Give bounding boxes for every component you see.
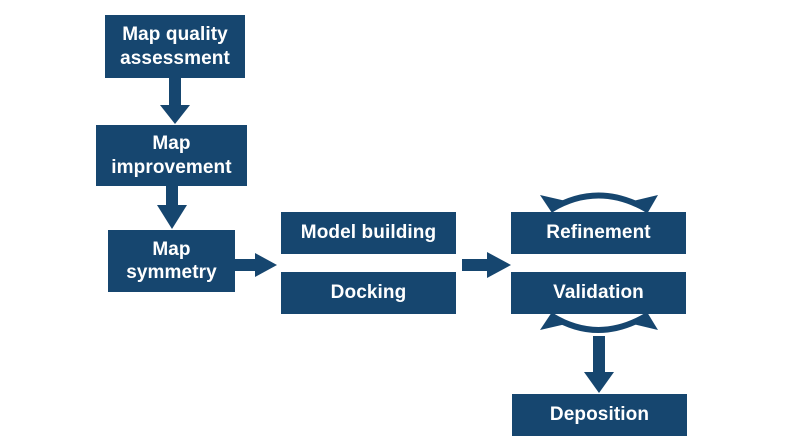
node-label: Deposition: [549, 404, 650, 426]
node-label: Refinement: [546, 222, 651, 244]
arrow-improvement-to-symmetry: [157, 186, 187, 229]
arc-top-cycle: [540, 192, 658, 214]
node-docking[interactable]: Docking: [281, 272, 456, 314]
node-label: Docking: [330, 282, 407, 304]
arrow-building-to-refinement: [462, 252, 511, 278]
arrow-cycle-to-deposition: [584, 336, 614, 393]
node-label: Validation: [553, 282, 644, 304]
node-label: Map symmetry: [126, 238, 217, 283]
node-validation[interactable]: Validation: [511, 272, 686, 314]
node-label: Model building: [300, 222, 437, 244]
node-refinement[interactable]: Refinement: [511, 212, 686, 254]
node-map-improvement[interactable]: Map improvement: [96, 125, 247, 186]
node-map-symmetry[interactable]: Map symmetry: [108, 230, 235, 292]
arc-bottom-cycle: [540, 312, 658, 333]
arrow-quality-to-improvement: [160, 78, 190, 124]
node-map-quality-assessment[interactable]: Map quality assessment: [105, 15, 245, 78]
arrow-symmetry-to-building: [235, 253, 277, 277]
node-label: Map improvement: [111, 133, 232, 178]
node-label: Map quality assessment: [120, 24, 230, 69]
node-deposition[interactable]: Deposition: [512, 394, 687, 436]
node-model-building[interactable]: Model building: [281, 212, 456, 254]
